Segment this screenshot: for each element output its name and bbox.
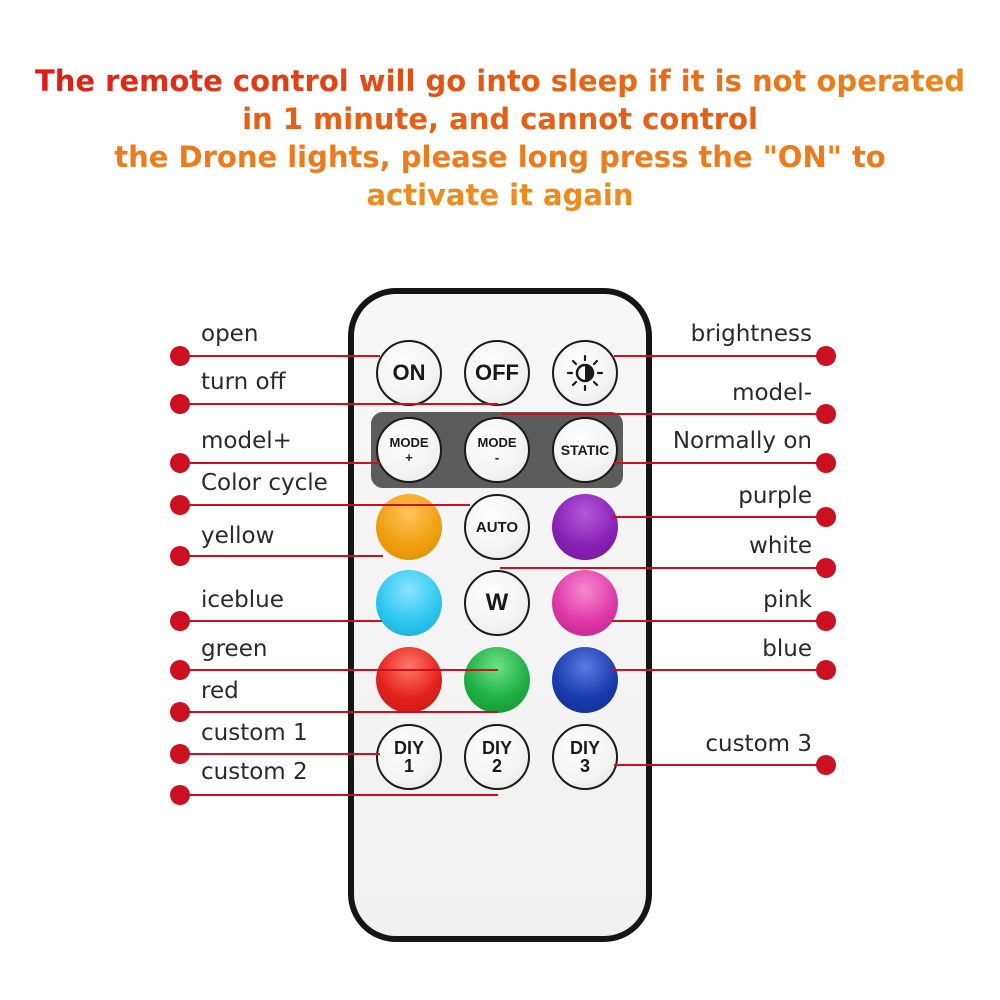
leader-dot-iceblue <box>170 611 190 631</box>
leader-dot-open <box>170 346 190 366</box>
off-button-label: OFF <box>475 360 519 385</box>
sleep-notice: The remote control will go into sleep if… <box>0 62 1000 214</box>
mode-plus-label: MODE <box>389 435 429 450</box>
label-red: red <box>201 678 239 704</box>
leader-dot-turn-off <box>170 394 190 414</box>
leader-dot-green <box>170 660 190 680</box>
diy1-number: 1 <box>403 756 414 776</box>
mode-minus-label: MODE <box>477 435 517 450</box>
leader-dot-model-minus <box>816 404 836 424</box>
purple-button[interactable] <box>552 494 618 560</box>
notice-line-3: the Drone lights, please long press the … <box>114 140 886 174</box>
on-button[interactable]: ON <box>376 340 442 406</box>
leader-dot-custom3 <box>816 755 836 775</box>
mode-minus-button[interactable]: MODE - <box>464 417 530 483</box>
leader-dot-normally-on <box>816 453 836 473</box>
leader-dot-model-plus <box>170 453 190 473</box>
on-button-label: ON <box>392 360 426 385</box>
diy2-button[interactable]: DIY 2 <box>464 724 530 790</box>
label-green: green <box>201 636 268 662</box>
green-button[interactable] <box>464 647 530 713</box>
label-brightness: brightness <box>690 321 812 347</box>
leader-dot-brightness <box>816 346 836 366</box>
label-custom1: custom 1 <box>201 720 308 746</box>
leader-dot-custom2 <box>170 785 190 805</box>
diy3-button[interactable]: DIY 3 <box>552 724 618 790</box>
label-turn-off: turn off <box>201 369 286 395</box>
pink-button[interactable] <box>552 570 618 636</box>
mode-plus-sign: + <box>405 450 413 465</box>
label-custom2: custom 2 <box>201 759 308 785</box>
diy3-label: DIY <box>569 738 600 758</box>
diy2-number: 2 <box>491 756 502 776</box>
diy2-label: DIY <box>481 738 512 758</box>
diy1-label: DIY <box>393 738 424 758</box>
auto-button[interactable]: AUTO <box>464 494 530 560</box>
static-button-label: STATIC <box>560 441 610 458</box>
red-button[interactable] <box>376 647 442 713</box>
leader-dot-custom1 <box>170 744 190 764</box>
label-color-cycle: Color cycle <box>201 470 328 496</box>
iceblue-button[interactable] <box>376 570 442 636</box>
leader-dot-red <box>170 702 190 722</box>
notice-line-1: The remote control will go into sleep if… <box>0 62 1000 100</box>
label-white: white <box>749 533 812 559</box>
mode-plus-button[interactable]: MODE + <box>376 417 442 483</box>
label-model-plus: model+ <box>201 428 292 454</box>
yellow-button[interactable] <box>376 494 442 560</box>
auto-button-label: AUTO <box>475 518 519 536</box>
label-open: open <box>201 321 259 347</box>
label-blue: blue <box>762 636 812 662</box>
blue-button[interactable] <box>552 647 618 713</box>
label-custom3: custom 3 <box>705 731 812 757</box>
off-button[interactable]: OFF <box>464 340 530 406</box>
white-button[interactable]: W <box>464 570 530 636</box>
label-model-minus: model- <box>732 380 812 406</box>
brightness-button[interactable] <box>552 340 618 406</box>
label-iceblue: iceblue <box>201 587 284 613</box>
leader-dot-pink <box>816 611 836 631</box>
leader-dot-purple <box>816 507 836 527</box>
diy1-button[interactable]: DIY 1 <box>376 724 442 790</box>
leader-dot-yellow <box>170 546 190 566</box>
brightness-icon <box>566 354 604 392</box>
leader-dot-white <box>816 558 836 578</box>
white-button-label: W <box>485 589 509 616</box>
static-button[interactable]: STATIC <box>552 417 618 483</box>
label-purple: purple <box>738 483 812 509</box>
label-normally-on: Normally on <box>672 428 812 454</box>
notice-line-4: activate it again <box>366 178 634 212</box>
notice-line-2: in 1 minute, and cannot control <box>242 102 758 136</box>
leader-dot-color-cycle <box>170 495 190 515</box>
mode-minus-sign: - <box>494 450 500 465</box>
label-yellow: yellow <box>201 523 275 549</box>
diy3-number: 3 <box>579 756 590 776</box>
leader-dot-blue <box>816 660 836 680</box>
label-pink: pink <box>763 587 812 613</box>
